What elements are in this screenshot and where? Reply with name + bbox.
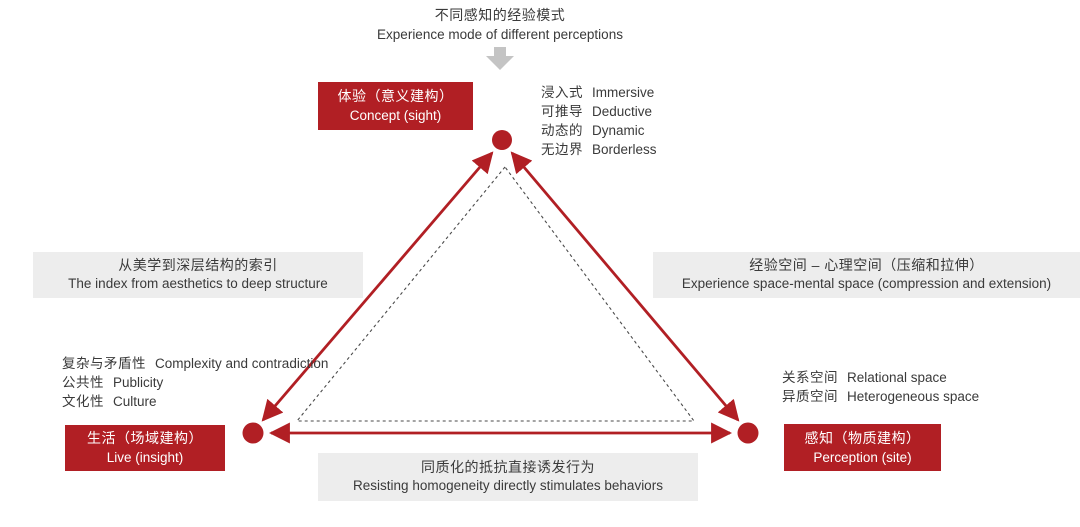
edge-live-concept-arrow <box>261 151 494 422</box>
diagram-title-en: Experience mode of different perceptions <box>377 27 623 43</box>
attr-en: Borderless <box>592 142 657 157</box>
vertex-dot-concept <box>492 130 512 150</box>
diagram-title: 不同感知的经验模式 Experience mode of different p… <box>290 5 710 45</box>
concept-attribute-list: 浸入式 Immersive 可推导 Deductive 动态的 Dynamic 无边界… <box>541 83 657 159</box>
attr-en: Dynamic <box>592 123 645 138</box>
list-item: 浸入式 Immersive <box>541 83 657 102</box>
list-item: 动态的 Dynamic <box>541 121 657 140</box>
edge-perception-concept-arrow <box>510 151 740 422</box>
attr-en: Publicity <box>113 375 164 390</box>
live-attribute-list: 复杂与矛盾性 Complexity and contradiction 公共性 Pu… <box>62 354 328 411</box>
attr-zh: 异质空间 <box>782 389 838 404</box>
attr-en: Immersive <box>592 85 655 100</box>
list-item: 关系空间 Relational space <box>782 368 979 387</box>
list-item: 可推导 Deductive <box>541 102 657 121</box>
vertex-dot-perception <box>737 422 759 444</box>
edge-label-right-en: Experience space-mental space (compressi… <box>681 276 1052 292</box>
attr-en: Relational space <box>847 370 947 385</box>
node-concept-zh: 体验（意义建构） <box>337 88 454 105</box>
edge-label-left-en: The index from aesthetics to deep struct… <box>68 276 328 292</box>
node-perception-en: Perception (site) <box>813 449 912 465</box>
attr-zh: 关系空间 <box>782 370 838 385</box>
attr-zh: 文化性 <box>62 394 104 409</box>
edge-label-left-zh: 从美学到深层结构的索引 <box>118 256 278 273</box>
list-item: 文化性 Culture <box>62 392 328 411</box>
diagram-title-zh: 不同感知的经验模式 <box>434 7 566 23</box>
node-concept-en: Concept (sight) <box>349 108 442 124</box>
node-live: 生活（场域建构） Live (insight) <box>65 425 225 471</box>
perception-attribute-list: 关系空间 Relational space 异质空间 Heterogeneous s… <box>782 368 979 406</box>
node-live-zh: 生活（场域建构） <box>87 430 203 447</box>
list-item: 公共性 Publicity <box>62 373 328 392</box>
list-item: 无边界 Borderless <box>541 140 657 159</box>
down-block-arrow-icon <box>486 47 514 70</box>
attr-en: Culture <box>113 394 157 409</box>
edge-label-left: 从美学到深层结构的索引 The index from aesthetics to… <box>33 252 363 298</box>
edge-label-bottom-zh: 同质化的抵抗直接诱发行为 <box>421 458 595 475</box>
list-item: 异质空间 Heterogeneous space <box>782 387 979 406</box>
attr-zh: 公共性 <box>62 375 104 390</box>
attr-zh: 动态的 <box>541 123 583 138</box>
attr-zh: 无边界 <box>541 142 583 157</box>
attr-zh: 复杂与矛盾性 <box>62 356 146 371</box>
attr-en: Heterogeneous space <box>847 389 980 404</box>
edge-label-bottom: 同质化的抵抗直接诱发行为 Resisting homogeneity direc… <box>318 453 698 501</box>
attr-zh: 浸入式 <box>541 85 583 100</box>
node-perception: 感知（物质建构） Perception (site) <box>784 424 941 471</box>
node-perception-zh: 感知（物质建构） <box>804 429 921 446</box>
attr-zh: 可推导 <box>541 104 583 119</box>
node-concept: 体验（意义建构） Concept (sight) <box>318 82 473 130</box>
node-live-en: Live (insight) <box>106 450 184 466</box>
edge-label-right: 经验空间 – 心理空间（压缩和拉伸） Experience space-ment… <box>653 252 1080 298</box>
edge-label-right-zh: 经验空间 – 心理空间（压缩和拉伸） <box>749 256 984 273</box>
attr-en: Complexity and contradiction <box>155 356 329 371</box>
vertex-dot-live <box>242 422 264 444</box>
attr-en: Deductive <box>592 104 653 119</box>
edge-label-bottom-en: Resisting homogeneity directly stimulate… <box>353 478 663 494</box>
list-item: 复杂与矛盾性 Complexity and contradiction <box>62 354 328 373</box>
